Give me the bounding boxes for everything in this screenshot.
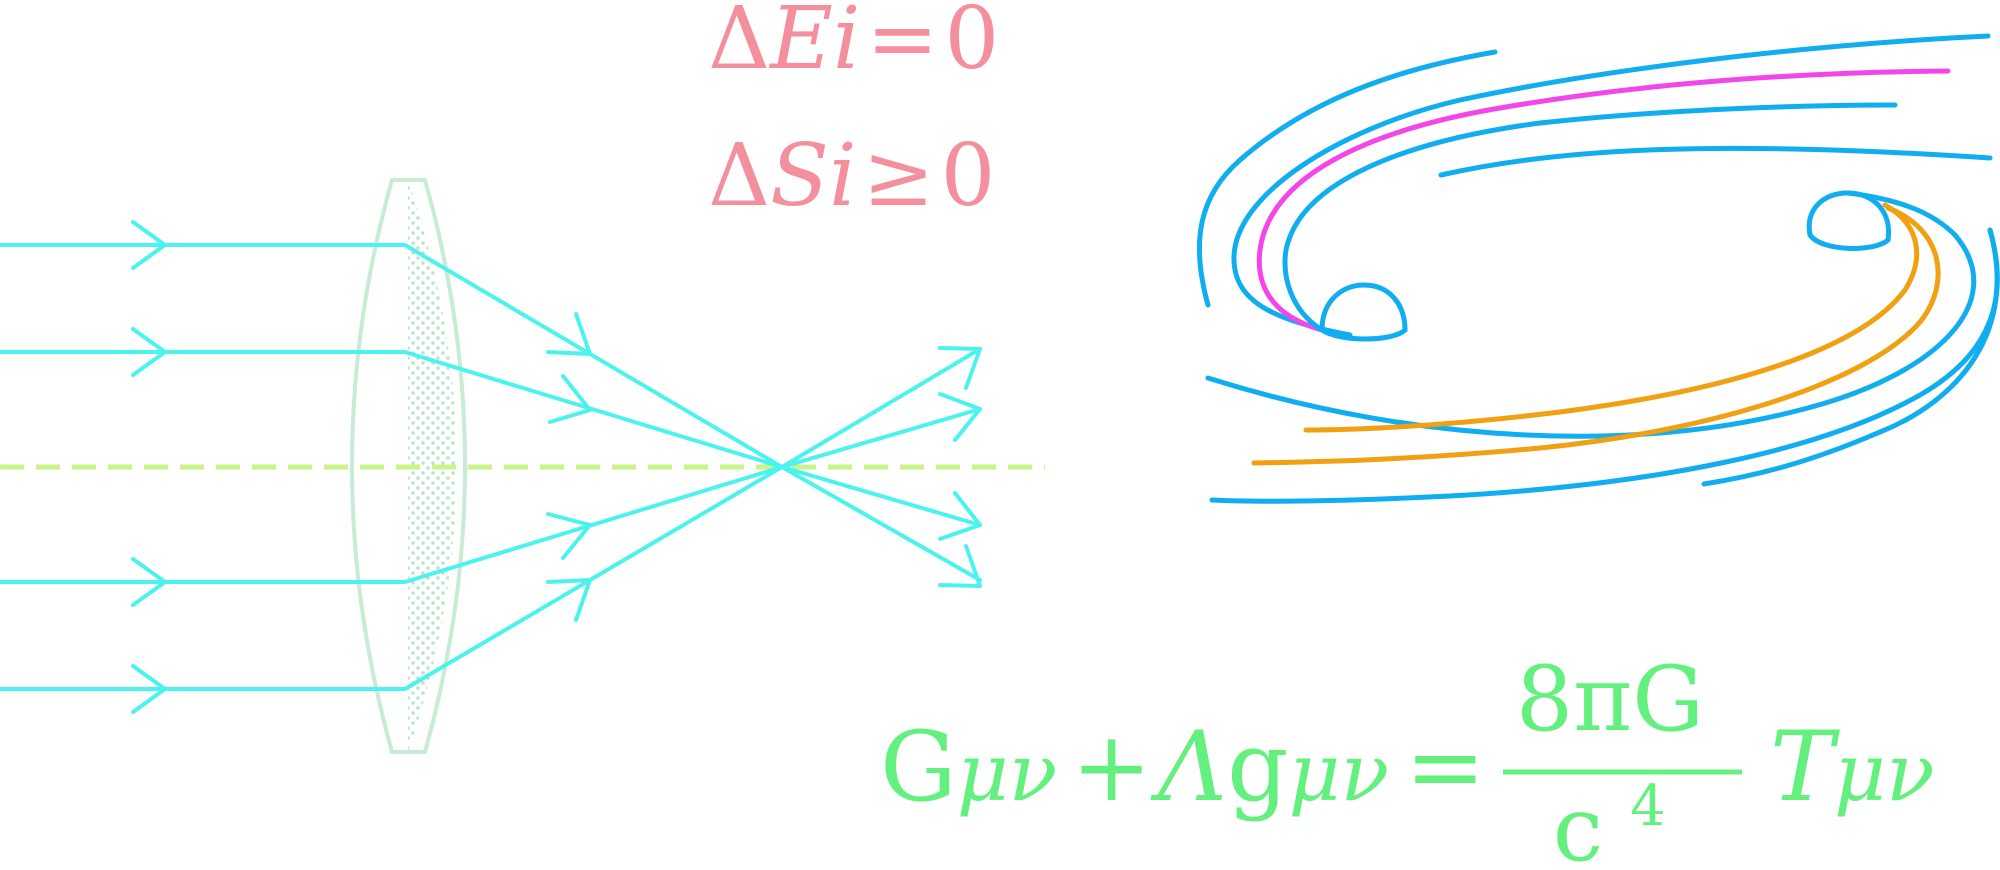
energy-rhs: 0 xyxy=(944,0,999,89)
lens-outline xyxy=(350,178,467,754)
field-equation-rhs: Tμν xyxy=(1770,711,1935,823)
eq-mu-nu-1: μν xyxy=(957,726,1058,819)
flow-line xyxy=(1701,227,2000,487)
eq-lambda: Λ xyxy=(1150,711,1227,823)
ray-2 xyxy=(0,350,982,527)
energy-delta: Δ xyxy=(708,0,770,89)
arrow-icon xyxy=(546,578,592,622)
arrow-right-icon xyxy=(131,327,167,377)
flow-line xyxy=(1256,68,1951,333)
arrow-icon xyxy=(938,392,982,442)
field-equation-lhs: Gμν+Λgμν= xyxy=(880,711,1486,823)
entropy-equation: ΔSi≥0 xyxy=(708,126,995,226)
entropy-delta: Δ xyxy=(708,126,770,226)
fraction-exponent: 4 xyxy=(1630,774,1666,839)
flow-line xyxy=(1196,49,1498,308)
flow-line xyxy=(1251,205,1941,466)
energy-relation: = xyxy=(866,0,938,89)
black-hole-right xyxy=(1806,190,1892,251)
black-hole-left xyxy=(1319,282,1408,342)
arrow-right-icon xyxy=(131,664,167,714)
flow-line xyxy=(1438,145,1993,178)
light-rays xyxy=(0,220,982,714)
binary-black-hole-icon xyxy=(1196,33,2000,504)
energy-symbol: Ei xyxy=(768,0,860,89)
ray-1 xyxy=(0,243,982,582)
arrow-icon xyxy=(938,346,982,390)
entropy-symbol: Si xyxy=(770,126,856,226)
eq-mu-nu-3: μν xyxy=(1834,726,1935,819)
flow-line xyxy=(1303,202,1920,433)
entropy-rhs: 0 xyxy=(941,126,996,226)
field-equation: Gμν+Λgμν= 8πG c 4 Tμν xyxy=(880,647,1935,870)
flow-line xyxy=(1231,33,1991,338)
thermo-equations: ΔEi=0 ΔSi≥0 xyxy=(708,0,999,226)
flow-line xyxy=(1209,227,2000,504)
ray-3 xyxy=(0,407,982,584)
entropy-relation: ≥ xyxy=(863,126,935,226)
eq-g: g xyxy=(1227,711,1288,823)
arrow-icon xyxy=(546,312,592,356)
flow-line xyxy=(1282,102,1898,333)
arrow-icon xyxy=(548,374,592,424)
eq-plus: + xyxy=(1071,711,1151,823)
flow-line xyxy=(1205,190,1977,439)
arrow-icon xyxy=(938,491,982,541)
fraction-numerator: 8πG xyxy=(1516,647,1704,752)
eq-mu-nu-2: μν xyxy=(1289,726,1390,819)
eq-equals: = xyxy=(1405,711,1485,823)
arrow-icon xyxy=(546,512,592,560)
eq-G: G xyxy=(880,711,957,823)
ray-4 xyxy=(0,347,982,691)
arrow-right-icon xyxy=(131,557,167,607)
fraction-denominator: c xyxy=(1553,777,1603,870)
energy-equation: ΔEi=0 xyxy=(708,0,999,89)
eq-T: T xyxy=(1770,711,1840,823)
arrow-right-icon xyxy=(131,220,167,270)
arrow-icon xyxy=(938,544,982,588)
